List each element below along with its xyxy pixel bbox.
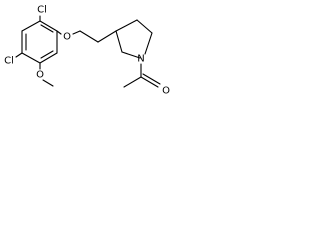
ring-bond (21, 52, 41, 64)
ring-bond (121, 51, 141, 59)
carbonyl-double-bond (142, 73, 161, 85)
atom-n-ring: N (137, 54, 144, 65)
ring-bond (115, 19, 138, 32)
bond-methoxy-methyl (42, 79, 54, 87)
atom-o-ether: O (63, 32, 71, 43)
bond-carbonyl-methyl (123, 76, 142, 88)
carbonyl-double-bond (140, 76, 159, 88)
atom-cl-top: Cl (37, 5, 47, 16)
ring-bond (39, 20, 58, 32)
ring-bond (144, 32, 153, 55)
benzene-ring (21, 20, 58, 64)
atom-o-carbonyl: O (162, 86, 170, 97)
atom-o-methoxy: O (36, 70, 44, 81)
ring-double-bond (40, 24, 54, 33)
pyrrolidine-ring (115, 19, 153, 59)
ring-double-bond (40, 50, 54, 59)
ring-bond (21, 20, 41, 32)
ring-bond (39, 52, 58, 64)
bond-to-cl-left (15, 52, 23, 58)
bond-ch2-to-ring (97, 30, 117, 43)
bond-o-to-ch2 (72, 30, 81, 35)
bond-to-o-ether (56, 30, 62, 35)
bond-ch2-ch2 (79, 30, 99, 43)
atom-cl-left: Cl (4, 56, 14, 67)
chemical-structure: Cl Cl O O N O (4, 5, 170, 97)
ring-bond (115, 30, 123, 53)
ring-bond (136, 19, 153, 34)
